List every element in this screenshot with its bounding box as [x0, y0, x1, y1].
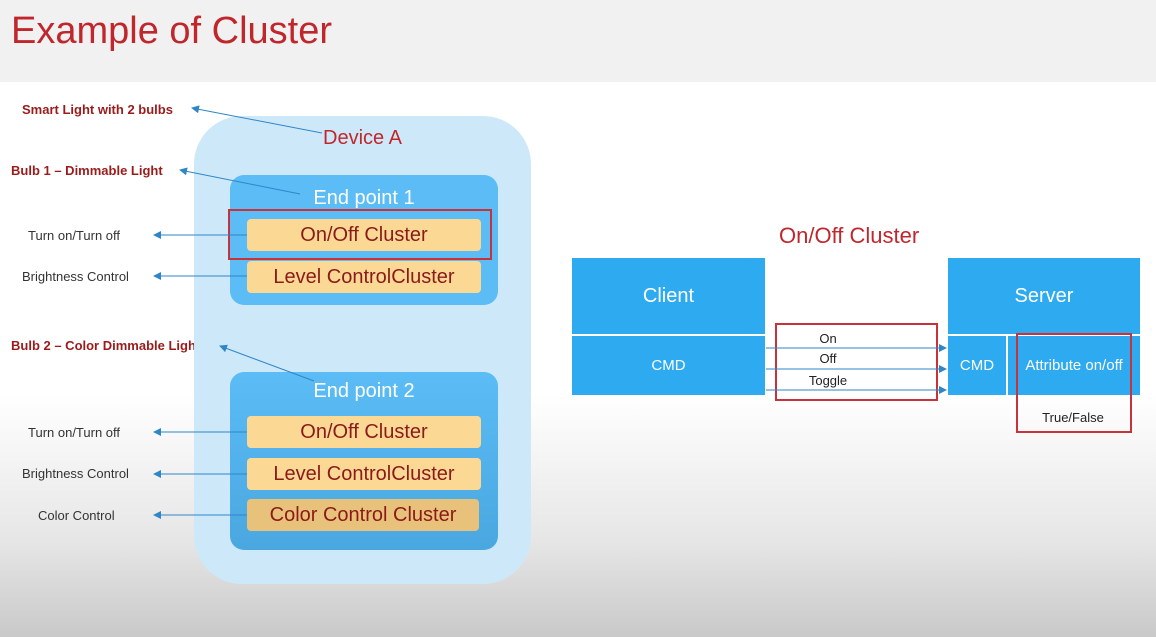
device-a-title: Device A — [323, 127, 402, 149]
onoff-cluster-title: On/Off Cluster — [779, 223, 920, 248]
client-cmd-cell: CMD — [572, 336, 765, 395]
attribute-cell: Attribute on/off — [1008, 336, 1140, 395]
color-control-label: Color Control — [38, 508, 115, 523]
ep1-level-cluster: Level ControlCluster — [247, 261, 481, 293]
attribute-value: True/False — [1042, 410, 1104, 425]
smart-light-label: Smart Light with 2 bulbs — [22, 102, 173, 117]
server-cell: Server — [948, 258, 1140, 334]
endpoint-2-title: End point 2 — [313, 380, 415, 402]
arrow-ep2-to-bulb2 — [219, 344, 315, 382]
cmd-off-label: Off — [819, 351, 837, 366]
ep2-level-cluster: Level ControlCluster — [247, 458, 481, 490]
title-bar — [0, 0, 1156, 82]
bulb2-label: Bulb 2 – Color Dimmable Light — [11, 338, 201, 353]
cmd-on-label: On — [819, 331, 837, 346]
turn-on-off-label-1: Turn on/Turn off — [28, 228, 121, 243]
commands-highlight — [775, 323, 938, 401]
ep1-onoff-cluster: On/Off Cluster — [247, 219, 481, 251]
page-title: Example of Cluster — [11, 10, 333, 52]
ep2-onoff-cluster: On/Off Cluster — [247, 416, 481, 448]
endpoint-1-title: End point 1 — [313, 187, 415, 209]
cmd-toggle-label: Toggle — [808, 373, 848, 388]
brightness-label-2: Brightness Control — [22, 466, 129, 481]
bulb1-label: Bulb 1 – Dimmable Light — [11, 163, 163, 178]
arrow-ep1-to-bulb1 — [179, 167, 301, 195]
ep2-color-cluster: Color Control Cluster — [247, 499, 479, 531]
brightness-label-1: Brightness Control — [22, 269, 129, 284]
attribute-highlight — [1016, 333, 1132, 433]
server-cmd-cell: CMD — [948, 336, 1006, 395]
client-cell: Client — [572, 258, 765, 334]
turn-on-off-label-2: Turn on/Turn off — [28, 425, 121, 440]
arrow-device-to-smart-light — [191, 105, 323, 134]
